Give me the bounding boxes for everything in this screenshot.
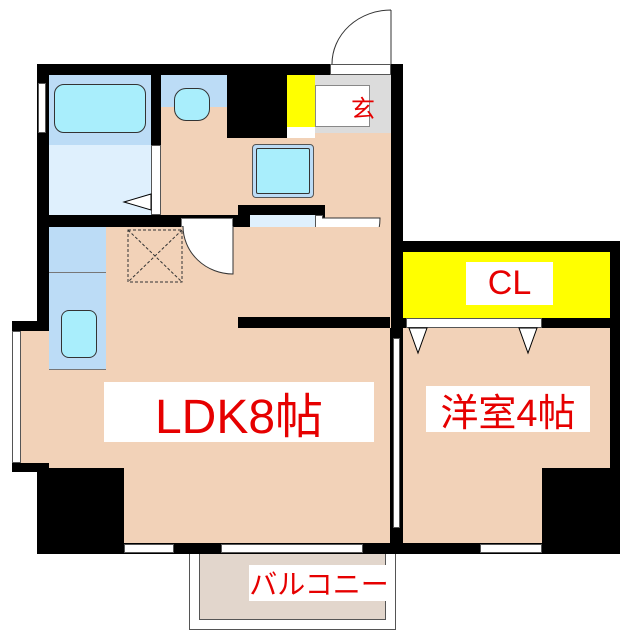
ldk-window-1: [124, 544, 174, 553]
western-corner-column: [542, 468, 620, 554]
bath-wall-right: [151, 75, 161, 145]
bay-wall-bottom: [12, 463, 49, 472]
entrance-label: 玄: [351, 95, 375, 123]
front-door-sill: [330, 64, 391, 75]
ldk-door-swing-icon: [182, 225, 234, 275]
western-room-label: 洋室4帖: [426, 386, 590, 435]
western-window: [480, 544, 542, 553]
toilet-wall-bottom: [238, 317, 390, 328]
ldk-label: LDK8帖: [104, 382, 374, 444]
closet-door: [406, 318, 542, 328]
closet-label: CL: [466, 262, 553, 305]
bay-wall-top: [12, 321, 49, 331]
refrigerator-space-icon: [127, 229, 183, 283]
bathtub: [54, 84, 146, 133]
bath-door-arrow-icon: [122, 193, 152, 211]
balcony-label: バルコニー: [249, 565, 389, 601]
kitchen-sink: [61, 310, 97, 358]
washbasin: [174, 88, 210, 121]
sliding-door: [393, 338, 400, 528]
outer-wall-top: [37, 64, 181, 75]
bay-window: [12, 331, 21, 463]
wall-block-top: [227, 64, 287, 138]
washing-machine-pan-inner: [256, 148, 310, 194]
bath-window: [38, 83, 46, 133]
bath-door: [151, 145, 161, 215]
shoe-cabinet: [287, 75, 315, 127]
closet-door-arrows-icon-2: [408, 327, 538, 355]
ldk-window-2: [221, 544, 363, 553]
ldk-corner-column: [37, 468, 124, 544]
front-door-icon: [331, 9, 392, 65]
entrance-step: [315, 85, 370, 127]
outer-wall-right: [610, 241, 620, 554]
kitchen-divider: [49, 272, 106, 273]
bay-floor: [21, 331, 49, 463]
